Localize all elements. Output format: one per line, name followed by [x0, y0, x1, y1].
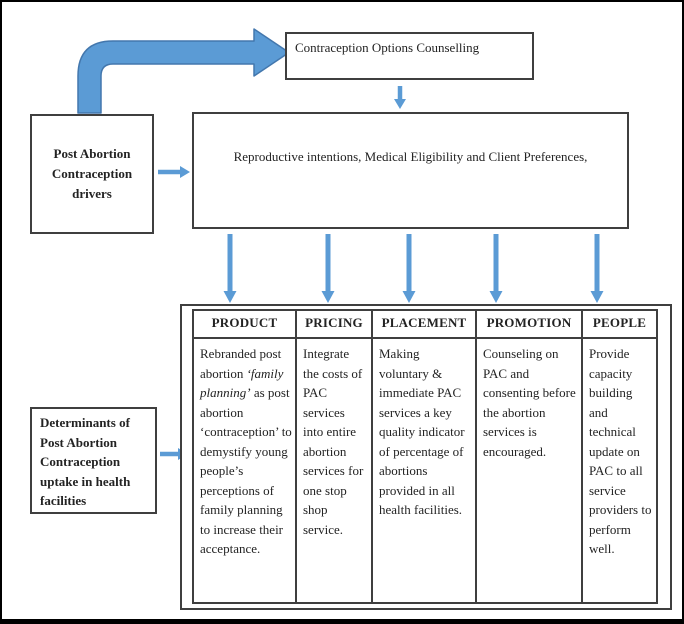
table-column-people: PEOPLE Provide capacity building and tec… — [583, 311, 656, 602]
drivers-box-label: Post Abortion Contraception drivers — [51, 146, 133, 201]
product-text-prefix: Rebranded post abortion — [200, 346, 282, 381]
table-column-product: PRODUCT Rebranded post abortion ‘family … — [194, 311, 297, 602]
table-header-pricing: PRICING — [297, 311, 371, 339]
table-header-product: PRODUCT — [194, 311, 295, 339]
determinants-box-label: Determinants of Post Abortion Contracept… — [40, 415, 131, 508]
counselling-box-label: Contraception Options Counselling — [295, 40, 480, 55]
marketing-mix-table: PRODUCT Rebranded post abortion ‘family … — [192, 309, 658, 604]
table-cell-product: Rebranded post abortion ‘family planning… — [194, 339, 295, 564]
contraception-options-counselling-box: Contraception Options Counselling — [285, 32, 534, 80]
reproductive-intentions-box: Reproductive intentions, Medical Eligibi… — [192, 112, 629, 229]
factors-box-label: Reproductive intentions, Medical Eligibi… — [233, 149, 588, 164]
elbow-arrow — [77, 28, 290, 114]
table-header-people: PEOPLE — [583, 311, 656, 339]
table-column-pricing: PRICING Integrate the costs of PAC servi… — [297, 311, 373, 602]
table-cell-people: Provide capacity building and technical … — [589, 346, 652, 556]
table-down-arrow-5 — [590, 234, 604, 303]
table-down-arrow-4 — [489, 234, 503, 303]
table-down-arrow-3 — [402, 234, 416, 303]
table-column-promotion: PROMOTION Counseling on PAC and consenti… — [477, 311, 583, 602]
table-cell-placement: Making voluntary & immediate PAC service… — [379, 346, 465, 517]
table-down-arrow-2 — [321, 234, 335, 303]
table-header-placement: PLACEMENT — [373, 311, 475, 339]
table-column-placement: PLACEMENT Making voluntary & immediate P… — [373, 311, 477, 602]
post-abortion-contraception-drivers-box: Post Abortion Contraception drivers — [30, 114, 154, 234]
table-cell-pricing: Integrate the costs of PAC services into… — [303, 346, 364, 537]
table-down-arrow-1 — [223, 234, 237, 303]
table-header-promotion: PROMOTION — [477, 311, 581, 339]
counselling-down-arrow — [394, 86, 406, 109]
drivers-right-arrow — [158, 166, 190, 178]
table-cell-promotion: Counseling on PAC and consenting before … — [483, 346, 576, 459]
product-text-rest: as post abortion ‘contraception’ to demy… — [200, 385, 292, 556]
product-text-italic: ‘family planning’ — [200, 365, 284, 401]
determinants-box: Determinants of Post Abortion Contracept… — [30, 407, 157, 514]
